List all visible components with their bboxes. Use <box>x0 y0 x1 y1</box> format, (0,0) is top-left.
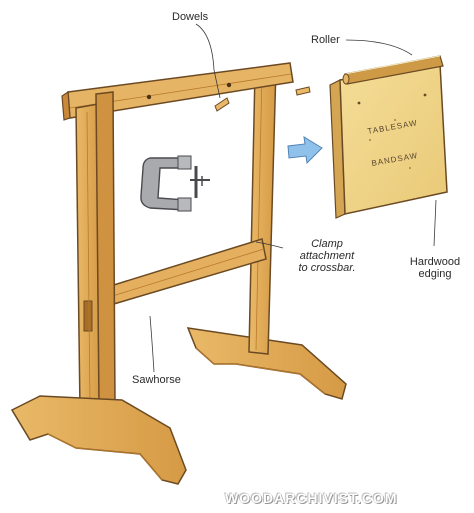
label-sawhorse: Sawhorse <box>132 374 181 386</box>
leader-clamp <box>255 241 284 249</box>
watermark: WOODARCHIVIST.COM <box>225 490 398 506</box>
label-clamp-attachment: Clamp attachment to crossbar. <box>298 238 356 274</box>
leader-sawhorse <box>149 315 155 373</box>
front-inner-leg <box>95 91 116 405</box>
roller-board: TABLESAW BANDSAW <box>329 55 448 219</box>
dowel-right <box>295 86 311 96</box>
leader-edging <box>433 199 437 247</box>
back-right-leg <box>248 66 277 355</box>
leader-lines <box>149 23 437 373</box>
front-foot <box>10 395 187 485</box>
leader-dowels <box>195 23 221 99</box>
crossbar <box>103 238 267 307</box>
c-clamp-icon <box>140 155 210 212</box>
back-foot <box>186 327 347 400</box>
dowel-left <box>214 97 230 112</box>
leader-roller <box>345 39 413 56</box>
front-left-leg <box>75 103 102 411</box>
arrow-right-icon <box>287 136 323 165</box>
label-roller: Roller <box>311 34 340 46</box>
label-hardwood-edging: Hardwood edging <box>409 256 461 280</box>
label-dowels: Dowels <box>172 11 209 23</box>
